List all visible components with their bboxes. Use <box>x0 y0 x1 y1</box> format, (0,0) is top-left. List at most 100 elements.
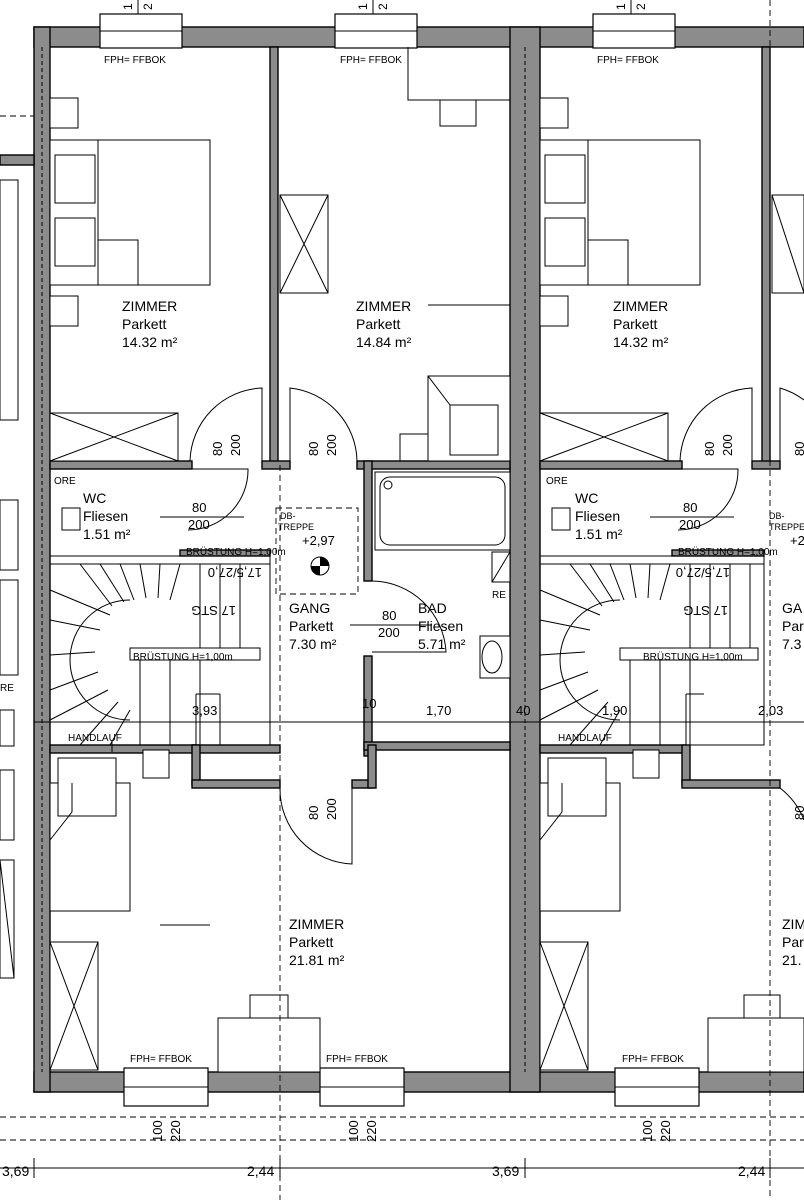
svg-text:1,70: 1,70 <box>426 703 451 718</box>
svg-text:FPH= FFBOK: FPH= FFBOK <box>130 1054 192 1065</box>
svg-text:FPH= FFBOK: FPH= FFBOK <box>340 55 402 66</box>
svg-text:1: 1 <box>121 3 135 10</box>
svg-text:ORE: ORE <box>54 476 76 487</box>
svg-text:220: 220 <box>658 1120 673 1142</box>
svg-text:200: 200 <box>378 625 400 640</box>
level-marker <box>310 556 330 576</box>
windows <box>99 0 700 1107</box>
window-labels: FPH= FFBOK FPH= FFBOK FPH= FFBOK FPH= FF… <box>104 55 684 1065</box>
dimension-lines <box>0 516 804 1178</box>
svg-text:7.3: 7.3 <box>782 636 802 652</box>
svg-text:BRÜSTUNG H=1,00m: BRÜSTUNG H=1,00m <box>186 546 286 558</box>
svg-text:+2: +2 <box>790 533 804 548</box>
svg-text:WC: WC <box>575 490 598 506</box>
svg-text:HANDLAUF: HANDLAUF <box>558 733 612 744</box>
svg-text:ZIMMER: ZIMMER <box>122 298 177 314</box>
svg-text:14.32 m²: 14.32 m² <box>122 334 178 350</box>
svg-text:DB-: DB- <box>769 511 785 521</box>
svg-text:1: 1 <box>614 3 628 10</box>
room-zimmer-1: ZIMMER Parkett 14.32 m² <box>122 298 178 350</box>
room-zimmer-3: ZIMMER Parkett 14.32 m² <box>613 298 669 350</box>
svg-text:RE: RE <box>0 683 14 694</box>
svg-text:80: 80 <box>306 442 321 456</box>
svg-text:Parkett: Parkett <box>289 618 333 634</box>
svg-text:BRÜSTUNG H=1,00m: BRÜSTUNG H=1,00m <box>678 546 778 558</box>
svg-text:ZIMMER: ZIMMER <box>289 916 344 932</box>
svg-text:40: 40 <box>516 703 530 718</box>
svg-text:17 STG: 17 STG <box>683 603 728 618</box>
svg-text:21.81 m²: 21.81 m² <box>289 952 345 968</box>
svg-text:GA: GA <box>782 600 803 616</box>
room-wc-1: WC Fliesen 1.51 m² <box>83 490 131 542</box>
svg-text:10: 10 <box>362 696 376 711</box>
svg-text:RE: RE <box>492 590 506 601</box>
svg-text:1.51 m²: 1.51 m² <box>83 526 131 542</box>
svg-text:BRÜSTUNG H=1,00m: BRÜSTUNG H=1,00m <box>643 651 743 663</box>
svg-text:Parkett: Parkett <box>289 934 333 950</box>
room-wc-2: WC Fliesen 1.51 m² <box>575 490 623 542</box>
svg-text:2: 2 <box>376 3 390 10</box>
svg-text:Parkett: Parkett <box>613 316 657 332</box>
svg-text:14.84 m²: 14.84 m² <box>356 334 412 350</box>
svg-text:200: 200 <box>228 434 243 456</box>
svg-text:3,69: 3,69 <box>2 1163 29 1179</box>
room-zimmer-2: ZIMMER Parkett 14.84 m² <box>356 298 412 350</box>
svg-text:Parkett: Parkett <box>356 316 400 332</box>
svg-text:Parkett: Parkett <box>122 316 166 332</box>
room-gang-partial: GA Par 7.3 <box>782 600 804 652</box>
svg-text:14.32 m²: 14.32 m² <box>613 334 669 350</box>
room-gang: GANG Parkett 7.30 m² <box>289 600 337 652</box>
svg-text:3,93: 3,93 <box>192 703 217 718</box>
svg-text:FPH= FFBOK: FPH= FFBOK <box>597 55 659 66</box>
svg-text:2: 2 <box>634 3 648 10</box>
svg-text:3,69: 3,69 <box>492 1163 519 1179</box>
svg-text:80: 80 <box>792 442 804 456</box>
svg-text:1: 1 <box>356 3 370 10</box>
svg-text:200: 200 <box>324 434 339 456</box>
svg-text:17 STG: 17 STG <box>191 603 236 618</box>
room-bad: BAD Fliesen 5.71 m² <box>418 600 466 652</box>
svg-text:BAD: BAD <box>418 600 447 616</box>
svg-text:100: 100 <box>640 1120 655 1142</box>
left-edge-fragments <box>0 179 19 979</box>
svg-text:200: 200 <box>720 434 735 456</box>
svg-text:TREPPE: TREPPE <box>769 522 804 532</box>
misc-labels: ORE ORE RE RE <box>0 476 568 694</box>
svg-text:Fliesen: Fliesen <box>83 508 128 524</box>
stair-labels: BRÜSTUNG H=1,00m BRÜSTUNG H=1,00m BRÜSTU… <box>68 546 778 744</box>
svg-text:100: 100 <box>346 1120 361 1142</box>
svg-text:80: 80 <box>210 442 225 456</box>
svg-text:220: 220 <box>168 1120 183 1142</box>
window-size-labels: 100 220 100 220 100 220 <box>150 1120 673 1142</box>
svg-text:DB-: DB- <box>280 511 296 521</box>
svg-text:80: 80 <box>702 442 717 456</box>
svg-text:TREPPE: TREPPE <box>278 522 314 532</box>
furniture <box>49 47 804 1073</box>
svg-text:Par: Par <box>782 934 804 950</box>
svg-text:ZIMMER: ZIMMER <box>356 298 411 314</box>
svg-text:80: 80 <box>192 500 206 515</box>
staircase <box>49 555 765 752</box>
outer-walls <box>0 26 804 1093</box>
svg-text:2,03: 2,03 <box>758 703 783 718</box>
svg-text:1,90: 1,90 <box>602 703 627 718</box>
svg-text:17,5/27,0: 17,5/27,0 <box>208 565 262 580</box>
svg-text:GANG: GANG <box>289 600 330 616</box>
svg-text:2,44: 2,44 <box>738 1163 765 1179</box>
svg-text:21.: 21. <box>782 952 801 968</box>
svg-text:Par: Par <box>782 618 804 634</box>
svg-text:80: 80 <box>306 806 321 820</box>
bottom-dimension-labels: 3,69 2,44 3,69 2,44 <box>2 1163 765 1179</box>
svg-text:2: 2 <box>141 3 155 10</box>
svg-text:FPH= FFBOK: FPH= FFBOK <box>622 1054 684 1065</box>
svg-text:220: 220 <box>364 1120 379 1142</box>
svg-text:WC: WC <box>83 490 106 506</box>
svg-text:ORE: ORE <box>546 476 568 487</box>
svg-text:7.30 m²: 7.30 m² <box>289 636 337 652</box>
room-zimmer-4: ZIMMER Parkett 21.81 m² <box>289 916 345 968</box>
door-size-labels: 80 200 80 200 80 200 80 200 80 80 <box>210 434 804 820</box>
top-window-numbers: 1 2 1 2 1 2 <box>121 3 648 10</box>
svg-text:HANDLAUF: HANDLAUF <box>68 733 122 744</box>
